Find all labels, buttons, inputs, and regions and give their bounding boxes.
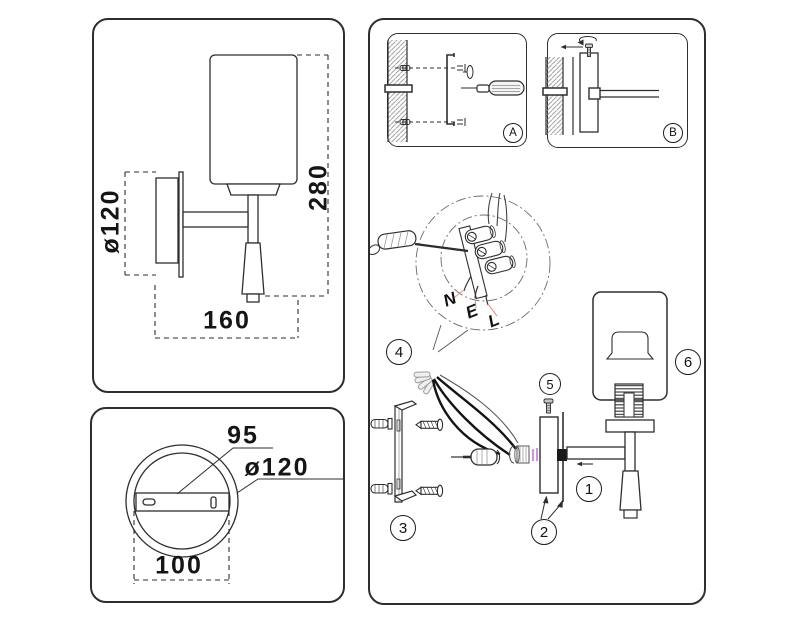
part-label-1: 1 [576, 476, 602, 502]
bracket-tab [542, 87, 568, 96]
plate-inner-circle [133, 452, 231, 550]
part-1-text: 1 [584, 480, 594, 498]
bulb [605, 331, 655, 360]
top-screw-part5 [543, 398, 554, 414]
mounting-slot-left [142, 498, 156, 506]
part2-leader-arrows [540, 495, 563, 520]
screw-head [463, 65, 474, 79]
mounting-bracket-front [446, 53, 455, 126]
reading-light-cone [619, 470, 642, 511]
arm-joint [588, 87, 601, 100]
part-5-text: 5 [546, 376, 554, 392]
arm-joint [557, 449, 567, 461]
wall-anchor-marks [399, 65, 411, 125]
part-label-2: 2 [531, 519, 557, 545]
top-screw [585, 43, 593, 57]
mounting-slot-right [210, 496, 217, 509]
step-b-drawing [542, 35, 659, 135]
base-view-drawing [125, 444, 345, 584]
stem [624, 431, 636, 472]
side-view-dimensions [124, 54, 329, 339]
wall-plate [155, 177, 179, 264]
wire-ferrule [514, 445, 530, 464]
shade-holder [226, 183, 281, 196]
step-b-text: B [669, 127, 677, 139]
step-label-b: B [663, 123, 683, 143]
leader-diameter [236, 478, 345, 494]
reading-light-tip [623, 509, 638, 519]
wall-anchor [370, 417, 393, 430]
plate-outer-circle [125, 444, 239, 558]
step-label-a: A [503, 123, 523, 143]
part-label-4: 4 [386, 339, 412, 365]
bracket-top-flange [393, 400, 418, 411]
reading-light-tip [246, 293, 260, 303]
part-6-text: 6 [683, 353, 693, 371]
leader-95 [176, 447, 273, 495]
assembly-screwdriver [451, 448, 501, 466]
wire-label-leaders [454, 289, 498, 317]
terminal-block [458, 225, 516, 300]
screwdriver [461, 80, 525, 96]
cable-clip [508, 445, 515, 464]
lamp-shade [209, 54, 298, 185]
dimension-base-diameter: ø120 [244, 453, 310, 482]
part-2-text: 2 [539, 523, 549, 541]
top-wires [487, 192, 508, 243]
wiring-detail [368, 192, 551, 353]
wall-section [546, 57, 563, 135]
connector-wires [431, 376, 517, 457]
bracket-tab [384, 84, 413, 93]
bracket-part [370, 400, 444, 503]
dimension-mount-width: 100 [155, 551, 203, 580]
reading-light-cone [241, 242, 265, 295]
thin-wire [439, 374, 519, 444]
mounting-screw [415, 484, 444, 497]
part-4-text: 4 [394, 343, 404, 361]
mounting-bar [135, 492, 230, 512]
callout-lines [432, 324, 469, 353]
mounting-screw [415, 418, 444, 431]
arm-lines [598, 89, 659, 98]
connector-part [413, 371, 519, 457]
part-3-text: 3 [398, 519, 408, 537]
dimension-plate-diameter: ø120 [96, 188, 125, 254]
dimension-bracket-length: 95 [227, 421, 259, 450]
lamp-arm [566, 446, 626, 460]
canopy-plate [539, 416, 559, 494]
bracket-bottom-flange [393, 490, 418, 502]
part-label-3: 3 [390, 515, 416, 541]
detail-screwdriver [368, 230, 469, 256]
dimension-height: 280 [304, 163, 333, 211]
wall-anchor [370, 482, 393, 495]
part-label-6: 6 [675, 349, 701, 375]
lamp-stem [247, 194, 259, 244]
lamp-unit [592, 291, 668, 519]
dimension-depth: 160 [203, 306, 251, 335]
assembly-center [451, 398, 626, 520]
collar [605, 419, 655, 433]
part-label-5: 5 [539, 373, 561, 395]
lamp-arm [182, 211, 249, 228]
socket-slot [623, 392, 635, 418]
side-view-lamp [155, 54, 298, 303]
small-screws [457, 64, 466, 126]
step-a-drawing [384, 40, 525, 142]
rotate-arrow [578, 35, 597, 43]
step-a-text: A [509, 127, 517, 139]
